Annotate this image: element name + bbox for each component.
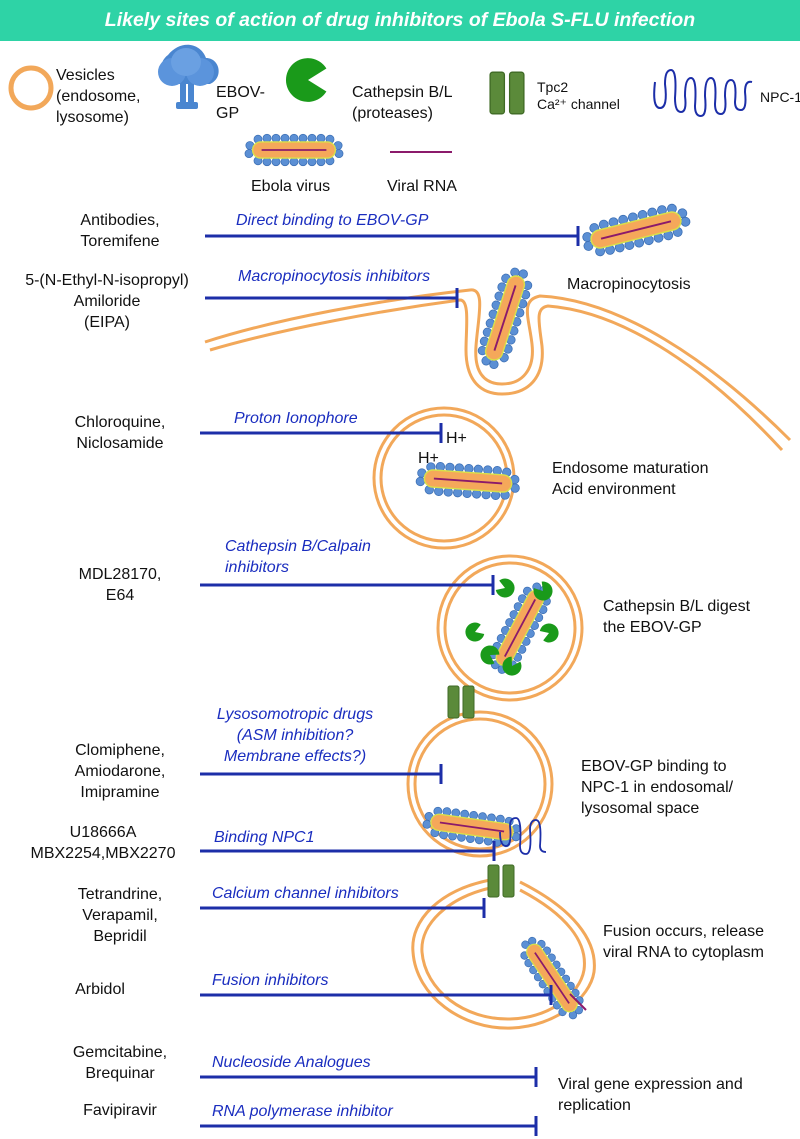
mechanism-npc1: Binding NPC1 <box>214 829 315 846</box>
inhibitor-line-nucleoside <box>200 1067 538 1087</box>
tpc2-icon <box>489 71 525 115</box>
figure-title: Likely sites of action of drug inhibitor… <box>104 9 696 31</box>
lysosome-outer <box>406 710 554 858</box>
ebov-gp-icon <box>158 44 219 109</box>
site-macropinocytosis: Macropinocytosis <box>567 276 691 293</box>
legend-cathepsin-label: Cathepsin B/L(proteases) <box>352 84 453 122</box>
mechanism-proton-ionophore: Proton Ionophore <box>234 410 358 427</box>
vesicle-icon <box>8 65 54 111</box>
drugs-calcium: Tetrandrine,Verapamil,Bepridil <box>77 886 163 945</box>
legend-vesicles-label: Vesicles(endosome,lysosome) <box>56 67 141 126</box>
legend-ebola-virus-label: Ebola virus <box>251 178 331 195</box>
proton-label-1: H+ <box>446 430 467 447</box>
fusion-vesicle <box>411 878 596 1030</box>
mechanism-rna-polymerase: RNA polymerase inhibitor <box>212 1103 393 1120</box>
legend-npc1-label: NPC-1 <box>760 89 800 105</box>
npc1-icon <box>653 68 753 118</box>
ebola-virus-fusion <box>512 930 592 1026</box>
inhibitor-line-npc1 <box>200 841 496 861</box>
drugs-cathepsin: MDL28170,E64 <box>78 566 162 604</box>
late-endosome-outer <box>436 554 584 702</box>
tpc2-channel-fusion <box>487 864 515 898</box>
drugs-proton-ionophore: Chloroquine,Niclosamide <box>74 414 166 452</box>
drugs-nucleoside: Gemcitabine,Brequinar <box>72 1044 168 1082</box>
inhibitor-line-cathepsin <box>200 575 495 595</box>
mechanism-fusion: Fusion inhibitors <box>212 972 329 989</box>
mechanism-macropinocytosis: Macropinocytosis inhibitors <box>238 268 431 285</box>
mechanism-nucleoside: Nucleoside Analogues <box>212 1054 371 1071</box>
released-viral-rna <box>569 993 587 1011</box>
inhibitor-line-proton-ionophore <box>200 423 443 443</box>
title-bar <box>0 0 800 41</box>
mechanism-direct-binding: Direct binding to EBOV-GP <box>236 212 429 229</box>
drugs-lysosomotropic: Clomiphene,Amiodarone,Imipramine <box>74 742 166 801</box>
ebola-virus-icon <box>244 133 344 167</box>
lysosome-inner <box>413 717 547 851</box>
inhibitor-line-direct-binding <box>205 226 580 246</box>
drugs-macropinocytosis: 5-(N-Ethyl-N-isopropyl)Amiloride(EIPA) <box>25 272 189 331</box>
ebola-virus-free <box>577 198 695 262</box>
legend-viral-rna-label: Viral RNA <box>387 178 457 195</box>
drugs-direct-binding: Antibodies,Toremifene <box>80 212 160 250</box>
legend-ebov-gp-label: EBOV-GP <box>216 84 265 122</box>
inhibitor-line-rna-polymerase <box>200 1116 538 1136</box>
late-endosome-inner <box>443 561 577 695</box>
inhibitor-line-lysosomotropic <box>200 764 443 784</box>
proton-label-2: H+ <box>418 450 439 467</box>
mechanism-lysosomotropic: Lysosomotropic drugs(ASM inhibition?Memb… <box>216 706 374 765</box>
mechanism-calcium: Calcium channel inhibitors <box>212 885 399 902</box>
cathepsin-icon <box>285 58 327 102</box>
npc1-receptor <box>499 817 547 855</box>
drugs-rna-polymerase: Favipiravir <box>83 1102 157 1119</box>
drugs-fusion: Arbidol <box>75 981 125 998</box>
inhibitor-line-calcium <box>200 898 486 918</box>
inhibitor-line-fusion <box>200 985 553 1005</box>
inhibitor-line-macropinocytosis <box>205 288 459 308</box>
